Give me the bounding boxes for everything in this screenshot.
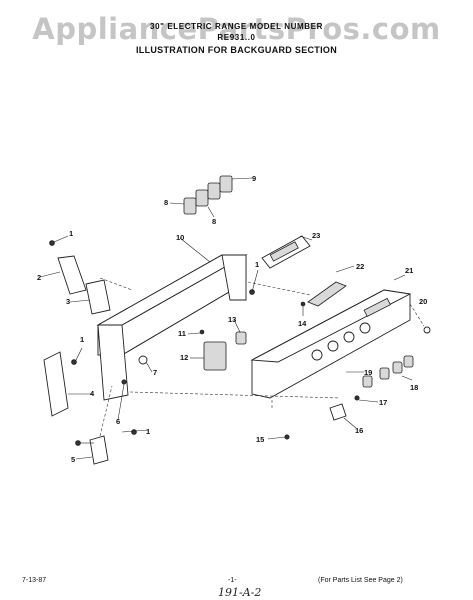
- label-13: 13: [228, 315, 236, 324]
- label-8a: 8: [164, 198, 168, 207]
- label-5: 5: [71, 455, 75, 464]
- bottom-bracket: [75, 385, 113, 465]
- footer-note: (For Parts List See Page 2): [318, 577, 403, 584]
- small-parts-6-7: [117, 355, 153, 421]
- label-8b: 8: [212, 217, 216, 226]
- label-18: 18: [410, 383, 418, 392]
- footer-page-number: -1-: [228, 577, 237, 584]
- label-12: 12: [180, 353, 188, 362]
- label-10: 10: [176, 233, 184, 242]
- end-bracket-left: [39, 255, 133, 315]
- handwritten-note: 191-A-2: [218, 586, 262, 599]
- left-trim: [43, 351, 92, 417]
- label-9: 9: [252, 174, 256, 183]
- label-21: 21: [405, 266, 413, 275]
- label-20: 20: [419, 297, 427, 306]
- label-19: 19: [364, 368, 372, 377]
- label-14: 14: [298, 319, 307, 328]
- part-labels: 1 1 1 1 2 3 4 5 6 7 8 8 9 10 11 12 13 14…: [37, 174, 427, 464]
- label-17: 17: [379, 398, 387, 407]
- label-1c: 1: [146, 427, 150, 436]
- label-6: 6: [116, 417, 120, 426]
- label-16: 16: [355, 426, 363, 435]
- clock-and-lens: [261, 235, 355, 316]
- control-knobs-top: [169, 175, 253, 218]
- switch-block: [187, 319, 247, 371]
- label-1a: 1: [69, 229, 73, 238]
- label-15: 15: [256, 435, 264, 444]
- label-11: 11: [178, 329, 186, 338]
- label-23: 23: [312, 231, 320, 240]
- label-1d: 1: [255, 260, 259, 269]
- label-3: 3: [66, 297, 70, 306]
- header-line-1: 30" ELECTRIC RANGE MODEL NUMBER: [150, 22, 323, 31]
- part-15: [129, 391, 341, 440]
- header-title: ILLUSTRATION FOR BACKGUARD SECTION: [135, 45, 338, 55]
- label-22: 22: [356, 262, 364, 271]
- backguard-panel: [96, 237, 311, 401]
- control-panel: [250, 274, 425, 399]
- control-knobs-lower: [329, 355, 414, 429]
- part-20: [423, 326, 431, 334]
- footer-date: 7-13-87: [22, 577, 47, 584]
- label-2: 2: [37, 273, 41, 282]
- screws: [49, 235, 259, 446]
- label-4: 4: [90, 389, 95, 398]
- header-line-2: RE931..0: [217, 33, 256, 42]
- label-1b: 1: [80, 335, 84, 344]
- watermark: AppliancePartsPros.com: [32, 12, 441, 46]
- label-7: 7: [153, 368, 157, 377]
